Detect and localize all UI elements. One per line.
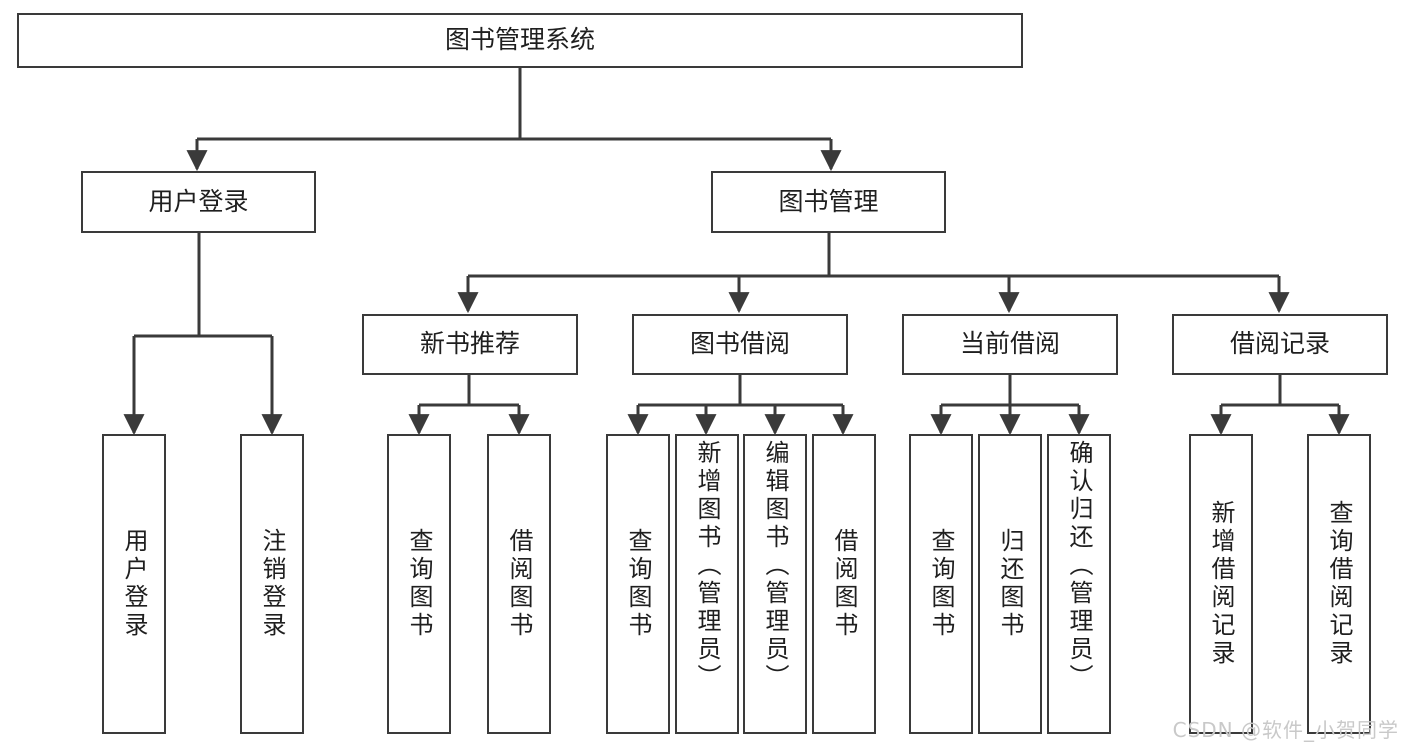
node-leaf-add-book-label: 新增图书（管理员） [693,440,721,692]
node-book-borrow-label: 图书借阅 [689,329,790,359]
node-new-book-recommend-label: 新书推荐 [419,329,520,359]
node-book-borrow[interactable]: 图书借阅 [632,314,848,375]
node-leaf-return-book-label: 归还图书 [996,528,1024,640]
node-leaf-logout-login-label: 注销登录 [258,528,286,640]
node-leaf-return-book[interactable]: 归还图书 [978,434,1042,734]
node-root-label: 图书管理系统 [444,25,595,55]
node-leaf-user-login-label: 用户登录 [120,528,148,640]
node-leaf-add-record[interactable]: 新增借阅记录 [1189,434,1253,734]
node-new-book-recommend[interactable]: 新书推荐 [362,314,578,375]
node-book-manage[interactable]: 图书管理 [711,171,946,233]
node-leaf-borrow-book-2[interactable]: 借阅图书 [812,434,876,734]
node-leaf-logout-login[interactable]: 注销登录 [240,434,304,734]
node-leaf-query-book-2-label: 查询图书 [624,528,652,640]
node-leaf-confirm-return[interactable]: 确认归还（管理员） [1047,434,1111,734]
node-leaf-borrow-book-1-label: 借阅图书 [505,528,533,640]
node-leaf-borrow-book-2-label: 借阅图书 [830,528,858,640]
node-user-login[interactable]: 用户登录 [81,171,316,233]
node-leaf-query-book-3-label: 查询图书 [927,528,955,640]
node-leaf-confirm-return-label: 确认归还（管理员） [1065,440,1093,692]
node-current-borrow-label: 当前借阅 [959,329,1060,359]
node-leaf-add-book[interactable]: 新增图书（管理员） [675,434,739,734]
node-book-manage-label: 图书管理 [778,186,879,216]
node-borrow-record[interactable]: 借阅记录 [1172,314,1388,375]
node-root[interactable]: 图书管理系统 [17,13,1023,68]
node-leaf-query-book-2[interactable]: 查询图书 [606,434,670,734]
node-user-login-label: 用户登录 [148,186,249,216]
node-leaf-edit-book-label: 编辑图书（管理员） [761,440,789,692]
node-leaf-user-login[interactable]: 用户登录 [102,434,166,734]
node-leaf-query-book-3[interactable]: 查询图书 [909,434,973,734]
node-leaf-query-record[interactable]: 查询借阅记录 [1307,434,1371,734]
watermark: CSDN @软件_小贺同学 [1172,718,1399,742]
node-leaf-query-book-1-label: 查询图书 [405,528,433,640]
node-leaf-borrow-book-1[interactable]: 借阅图书 [487,434,551,734]
node-borrow-record-label: 借阅记录 [1229,329,1330,359]
node-leaf-add-record-label: 新增借阅记录 [1207,500,1235,668]
node-leaf-query-book-1[interactable]: 查询图书 [387,434,451,734]
node-current-borrow[interactable]: 当前借阅 [902,314,1118,375]
node-leaf-edit-book[interactable]: 编辑图书（管理员） [743,434,807,734]
node-leaf-query-record-label: 查询借阅记录 [1325,500,1353,668]
